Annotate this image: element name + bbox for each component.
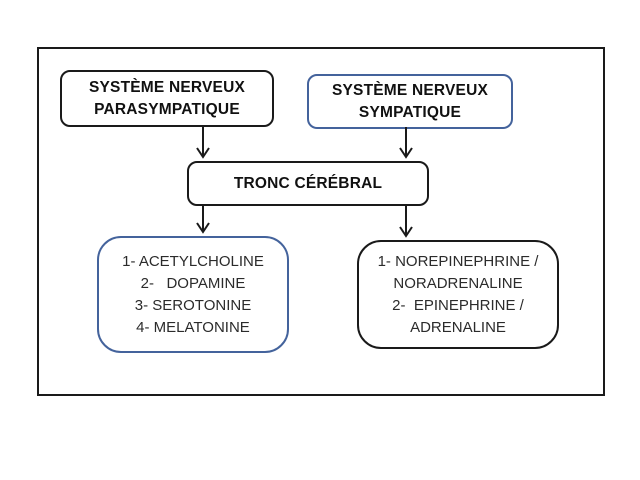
diagram-frame: SYSTÈME NERVEUX PARASYMPATIQUE SYSTÈME N… bbox=[37, 47, 605, 396]
neurotransmitter-noradrenaline: NORADRENALINE bbox=[393, 274, 523, 292]
neurotransmitter-serotonine: 3- SEROTONINE bbox=[134, 296, 252, 314]
box-brainstem-line1: TRONC CÉRÉBRAL bbox=[233, 174, 383, 192]
neurotransmitter-norepinephrine: 1- NOREPINEPHRINE / bbox=[377, 252, 539, 270]
box-parasympathetic-neurotransmitters: 1- ACETYLCHOLINE 2- DOPAMINE 3- SEROTONI… bbox=[97, 236, 289, 353]
box-sympathetic-system: SYSTÈME NERVEUX SYMPATIQUE bbox=[307, 74, 513, 129]
neurotransmitter-dopamine: 2- DOPAMINE bbox=[140, 274, 246, 292]
neurotransmitter-acetylcholine: 1- ACETYLCHOLINE bbox=[122, 252, 264, 270]
neurotransmitter-epinephrine: 2- EPINEPHRINE / bbox=[392, 296, 524, 314]
box-brainstem: TRONC CÉRÉBRAL bbox=[187, 161, 429, 206]
box-sympathetic-line1: SYSTÈME NERVEUX bbox=[331, 81, 489, 99]
box-parasympathetic-line1: SYSTÈME NERVEUX bbox=[88, 78, 246, 96]
box-sympathetic-line2: SYMPATIQUE bbox=[358, 103, 462, 121]
box-parasympathetic-system: SYSTÈME NERVEUX PARASYMPATIQUE bbox=[60, 70, 274, 127]
box-parasympathetic-line2: PARASYMPATIQUE bbox=[94, 100, 240, 118]
box-sympathetic-neurotransmitters: 1- NOREPINEPHRINE / NORADRENALINE 2- EPI… bbox=[357, 240, 559, 349]
neurotransmitter-melatonine: 4- MELATONINE bbox=[136, 318, 250, 336]
neurotransmitter-adrenaline: ADRENALINE bbox=[410, 318, 506, 336]
